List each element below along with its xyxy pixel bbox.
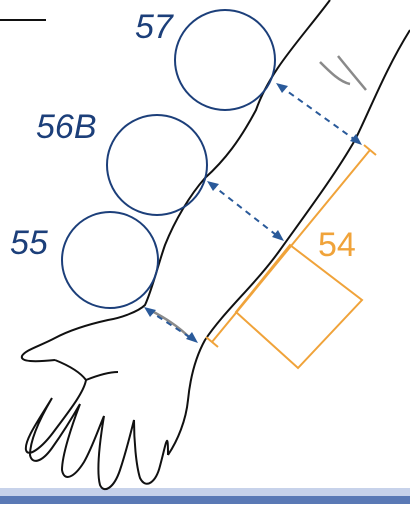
bottom-accent-fade <box>0 488 410 496</box>
measurement-arrow-wrist <box>144 307 198 343</box>
site-55-label: 55 <box>10 226 48 260</box>
site-57-circle <box>175 10 275 110</box>
arm-lower-outline <box>168 30 410 455</box>
site-55-circle <box>62 212 158 308</box>
site-57-label: 57 <box>135 10 173 44</box>
hand-outline <box>26 360 168 489</box>
measurement-arrow-forearm <box>207 181 284 241</box>
measurement-arrow-elbow <box>276 83 362 145</box>
site-56b-circle <box>107 115 207 215</box>
palm-line <box>86 372 118 380</box>
crease-lines-icon <box>320 56 366 90</box>
site-56b-label: 56B <box>36 110 97 144</box>
site-54-label: 54 <box>318 228 356 262</box>
